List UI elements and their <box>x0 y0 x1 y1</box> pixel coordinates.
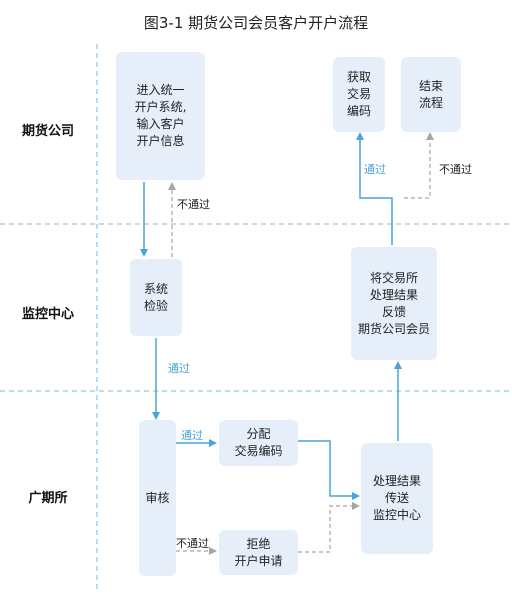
lane-label-exchange: 广期所 <box>28 491 68 506</box>
lane-label-futures-company: 期货公司 <box>21 124 74 139</box>
edge-label-fail-check: 不通过 <box>177 198 210 211</box>
node-system-check: 系统 检验 <box>130 259 182 336</box>
node-forward-result: 将交易所 处理结果 反馈 期货公司会员 <box>351 247 437 360</box>
edge-label-pass-review: 通过 <box>181 429 203 442</box>
arrow-forward-to-end <box>404 132 434 199</box>
arrow-forward-to-getcode <box>356 132 393 245</box>
node-process-send: 处理结果 传送 监控中心 <box>361 443 433 554</box>
node-end-process: 结束 流程 <box>401 57 461 132</box>
diagram-title: 图3-1 期货公司会员客户开户流程 <box>143 14 369 32</box>
node-assign-code: 分配 交易编码 <box>219 420 298 466</box>
edge-label-pass-check: 通过 <box>168 362 190 375</box>
lane-label-monitoring-center: 监控中心 <box>21 307 74 322</box>
node-enter-system: 进入统一 开户系统, 输入客户 开户信息 <box>116 52 205 180</box>
node-review: 审核 <box>139 420 176 576</box>
node-get-code: 获取 交易 编码 <box>333 57 385 132</box>
edge-label-fail-review: 不通过 <box>176 537 209 550</box>
node-reject: 拒绝 开户申请 <box>219 530 298 575</box>
edge-label-fail-forward: 不通过 <box>439 163 472 176</box>
edge-label-pass-forward: 通过 <box>364 163 386 176</box>
arrow-assign-to-process <box>298 440 360 500</box>
arrow-reject-to-process <box>298 502 360 553</box>
